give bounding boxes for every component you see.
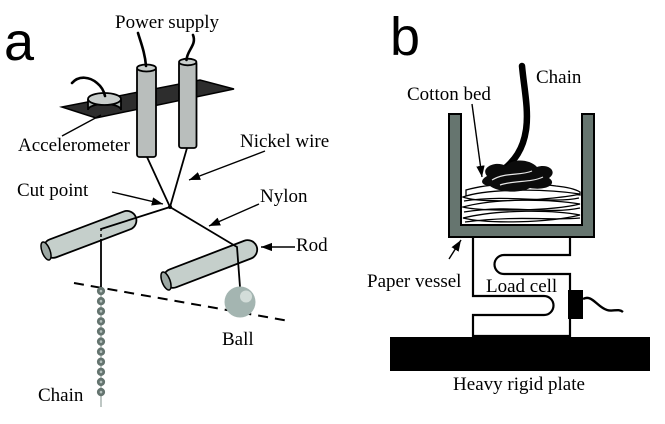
electrode-left [136,63,157,158]
accelerometer-cable [70,76,107,98]
nickel-wire-v [146,147,188,208]
panel-a-letter: a [4,12,35,72]
rod-left [40,210,138,261]
rod-right [160,239,259,291]
cotton-bed [460,183,581,223]
panel-a: a [4,12,329,407]
panel-b: b Chain Cotton [367,7,650,395]
label-cotton-bed: Cotton bed [407,84,491,105]
nylon-strings [100,205,241,289]
electrode-right [178,57,198,149]
cotton-bed-leader [471,103,485,178]
label-accelerometer: Accelerometer [18,135,130,156]
power-wire-right [185,33,196,62]
heavy-rigid-plate [390,337,650,371]
label-nylon: Nylon [260,186,308,207]
load-cell-cable [582,296,624,314]
label-chain-a: Chain [38,385,84,406]
power-wire-left [136,31,148,68]
label-chain-b: Chain [536,67,582,88]
chain-pile [482,160,553,192]
label-heavy-rigid-plate: Heavy rigid plate [453,374,585,395]
label-ball: Ball [222,329,254,350]
nylon-leader [208,203,260,227]
accelerometer-leader [61,114,102,137]
chain-rope [500,62,531,173]
load-cell-body [471,234,572,338]
cut-point-knot [168,205,172,209]
label-cut-point: Cut point [17,180,89,201]
nickel-wire-leader [188,150,266,181]
floor-dashed-line [73,282,290,322]
label-rod: Rod [296,235,328,256]
ball [224,286,256,318]
paper-vessel-leader [448,239,462,260]
label-power-supply: Power supply [115,12,219,33]
cut-point-leader [111,191,164,206]
label-paper-vessel: Paper vessel [367,271,461,292]
load-cell-connector [568,290,583,319]
label-nickel-wire: Nickel wire [240,131,329,152]
paper-vessel [448,113,595,238]
label-load-cell: Load cell [486,276,557,297]
panel-b-letter: b [390,7,420,67]
accelerometer-disc [70,76,122,111]
